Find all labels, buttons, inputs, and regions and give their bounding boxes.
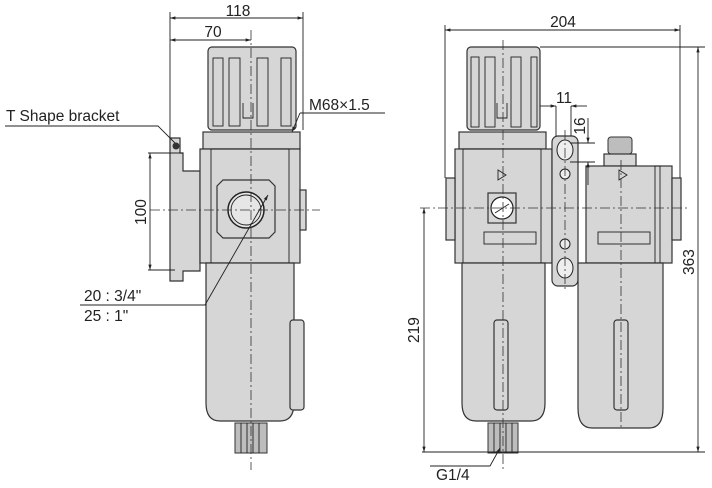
dim-70: 70 — [204, 24, 222, 41]
thread-label: M68×1.5 — [309, 97, 370, 114]
dim-118: 118 — [226, 3, 251, 20]
drain-thread-label: G1/4 — [436, 467, 470, 484]
filter-regulator-front-view — [150, 30, 320, 470]
port-size-label-1: 20 : 3/4" — [84, 288, 141, 305]
bonnet-collar — [202, 131, 301, 150]
left-dimensions — [5, 12, 385, 306]
frl-combination-front-view — [420, 40, 690, 470]
right-dimensions — [422, 25, 705, 467]
lubricator-body — [585, 165, 673, 264]
bowl-guard — [289, 319, 305, 411]
dim-219: 219 — [406, 317, 423, 343]
filter-sight-glass — [493, 319, 509, 411]
inlet-port — [445, 177, 456, 241]
dim-11: 11 — [556, 90, 572, 107]
t-shape-bracket — [169, 137, 201, 282]
dim-100: 100 — [133, 199, 150, 225]
regulator-knob — [207, 46, 297, 131]
dim-363: 363 — [681, 249, 698, 275]
port-size-label-2: 25 : 1" — [84, 308, 128, 325]
oil-fill-plug — [607, 136, 633, 155]
outlet-port — [671, 177, 682, 241]
dim-204: 204 — [550, 14, 576, 31]
dim-16: 16 — [572, 117, 589, 134]
bracket-label: T Shape bracket — [6, 108, 120, 125]
bracket-hole — [172, 142, 180, 150]
filter-bowl — [205, 262, 295, 422]
